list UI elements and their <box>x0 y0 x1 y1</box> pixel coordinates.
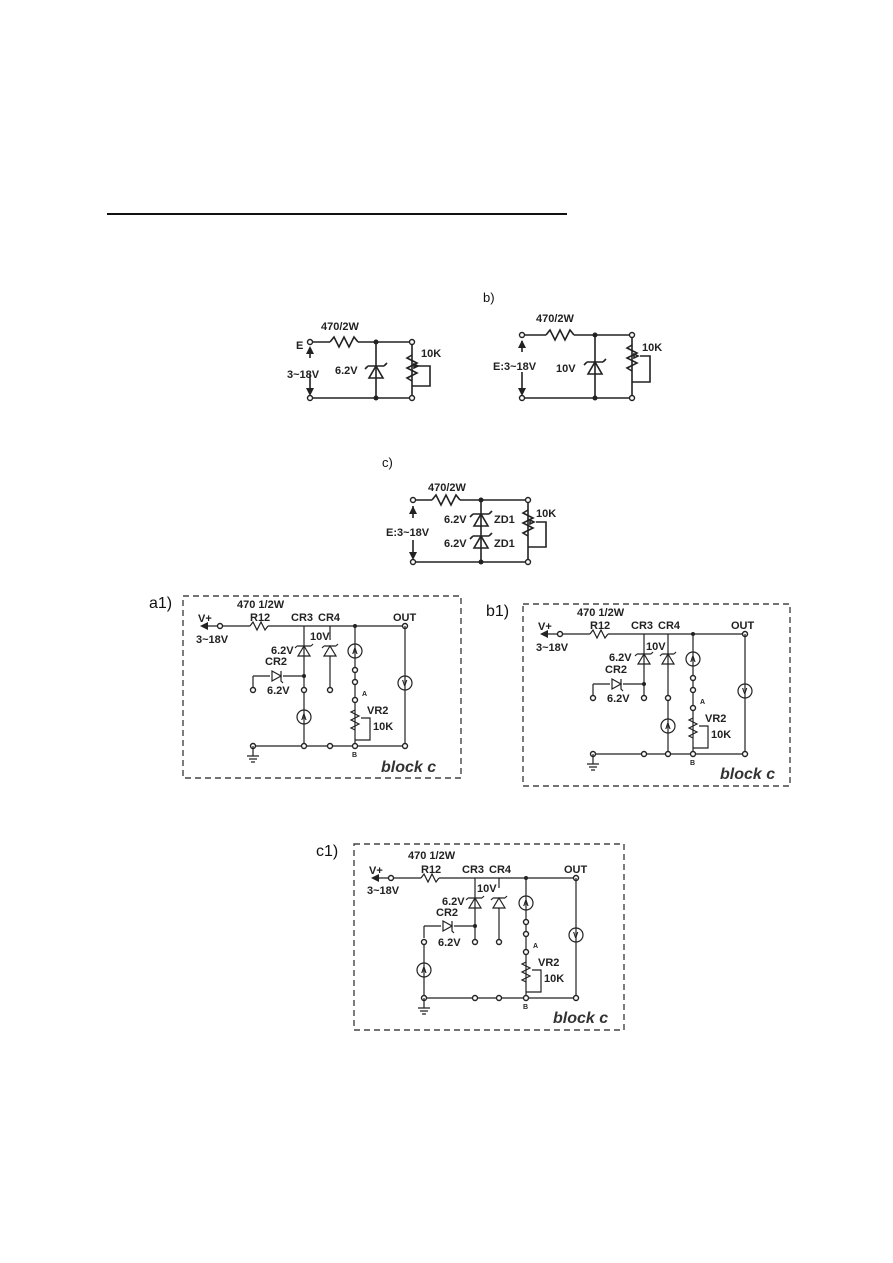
c1-ammeter-mid-label: A <box>523 899 529 908</box>
block-c1: A A V V+ 3~18V 470 1/2W R12 CR3 CR4 10V … <box>353 843 625 1031</box>
circuit-c: 470/2W E:3~18V 6.2V 6.2V ZD1 ZD1 10K <box>386 482 556 566</box>
a1-ammeter-mid-label: A <box>352 647 358 656</box>
label-b: b) <box>483 290 495 305</box>
block-b1: A A V V+ 3~18V 470 1/2W R12 CR3 CR4 10V … <box>522 603 791 787</box>
b1-ammeter-mid-label: A <box>690 655 696 664</box>
cb-pot-label: 10K <box>642 342 662 354</box>
a1-62v: 6.2V <box>271 645 294 657</box>
b1-10v: 10V <box>646 641 666 653</box>
c1-10k: 10K <box>544 973 564 985</box>
a1-vplus: V+ <box>198 613 212 625</box>
label-a1: a1) <box>149 595 172 612</box>
c1-resistor-value: 470 1/2W <box>408 850 456 862</box>
b1-voltmeter-label: V <box>742 687 748 696</box>
b1-out: OUT <box>731 620 755 632</box>
c1-vr2: VR2 <box>538 957 559 969</box>
cc-zd-top-label: ZD1 <box>494 514 515 526</box>
b1-footer: block c <box>720 766 775 783</box>
cb-zener-label: 10V <box>556 363 576 375</box>
a1-10v: 10V <box>310 631 330 643</box>
a1-cr3: CR3 <box>291 612 313 624</box>
c1-vplus: V+ <box>369 865 383 877</box>
c1-cr2-v: 6.2V <box>438 937 461 949</box>
a1-voltmeter-label: V <box>402 679 408 688</box>
c1-range: 3~18V <box>367 885 400 897</box>
cb-resistor-label: 470/2W <box>536 313 575 325</box>
cc-zener-bottom-label: 6.2V <box>444 538 467 550</box>
a1-resistor-value: 470 1/2W <box>237 599 285 611</box>
b1-r12: R12 <box>590 620 610 632</box>
ca-range-label: 3~18V <box>287 369 320 381</box>
c1-ammeter-left-label: A <box>421 966 427 975</box>
a1-footer: block c <box>381 759 436 776</box>
c1-10v: 10V <box>477 883 497 895</box>
cb-source-label: E:3~18V <box>493 361 537 373</box>
c1-cr2: CR2 <box>436 907 458 919</box>
b1-cr3: CR3 <box>631 620 653 632</box>
b1-cr2-v: 6.2V <box>607 693 630 705</box>
b1-vplus: V+ <box>538 621 552 633</box>
a1-ammeter-left-label: A <box>301 713 307 722</box>
cc-resistor-label: 470/2W <box>428 482 467 494</box>
a1-out: OUT <box>393 612 417 624</box>
b1-node-b: B <box>690 760 695 767</box>
b1-resistor-value: 470 1/2W <box>577 607 625 619</box>
b1-cr2: CR2 <box>605 664 627 676</box>
label-b1: b1) <box>486 603 509 620</box>
a1-cr2: CR2 <box>265 656 287 668</box>
a1-node-b: B <box>352 752 357 759</box>
c1-voltmeter-label: V <box>573 931 579 940</box>
c1-footer: block c <box>553 1010 608 1027</box>
a1-10k: 10K <box>373 721 393 733</box>
a1-vr2: VR2 <box>367 705 388 717</box>
b1-10k: 10K <box>711 729 731 741</box>
cc-source-label: E:3~18V <box>386 527 430 539</box>
block-a1: A A V V+ 3~18V 470 1/2W R12 CR3 CR4 10V … <box>182 595 462 779</box>
a1-node-a: A <box>362 691 367 698</box>
b1-node-a: A <box>700 699 705 706</box>
ca-resistor-label: 470/2W <box>321 321 360 333</box>
cc-pot-label: 10K <box>536 508 556 520</box>
c1-node-a: A <box>533 943 538 950</box>
a1-cr4: CR4 <box>318 612 341 624</box>
label-c: c) <box>382 455 393 470</box>
c1-62v: 6.2V <box>442 896 465 908</box>
cc-zd-bottom-label: ZD1 <box>494 538 515 550</box>
cc-zener-top-label: 6.2V <box>444 514 467 526</box>
c1-r12: R12 <box>421 864 441 876</box>
circuit-a: 470/2W E 3~18V 6.2V 10K <box>287 321 441 402</box>
label-c1: c1) <box>316 843 338 860</box>
circuit-b: 470/2W E:3~18V 10V 10K <box>493 313 662 402</box>
ca-source-label: E <box>296 340 303 352</box>
b1-ammeter-left-label: A <box>665 722 671 731</box>
a1-cr2-v: 6.2V <box>267 685 290 697</box>
c1-cr3: CR3 <box>462 864 484 876</box>
a1-range: 3~18V <box>196 634 229 646</box>
b1-range: 3~18V <box>536 642 569 654</box>
ca-pot-label: 10K <box>421 348 441 360</box>
c1-node-b: B <box>523 1004 528 1011</box>
c1-cr4: CR4 <box>489 864 512 876</box>
a1-r12: R12 <box>250 612 270 624</box>
b1-vr2: VR2 <box>705 713 726 725</box>
ca-zener-label: 6.2V <box>335 365 358 377</box>
b1-62v: 6.2V <box>609 652 632 664</box>
c1-out: OUT <box>564 864 588 876</box>
b1-cr4: CR4 <box>658 620 681 632</box>
